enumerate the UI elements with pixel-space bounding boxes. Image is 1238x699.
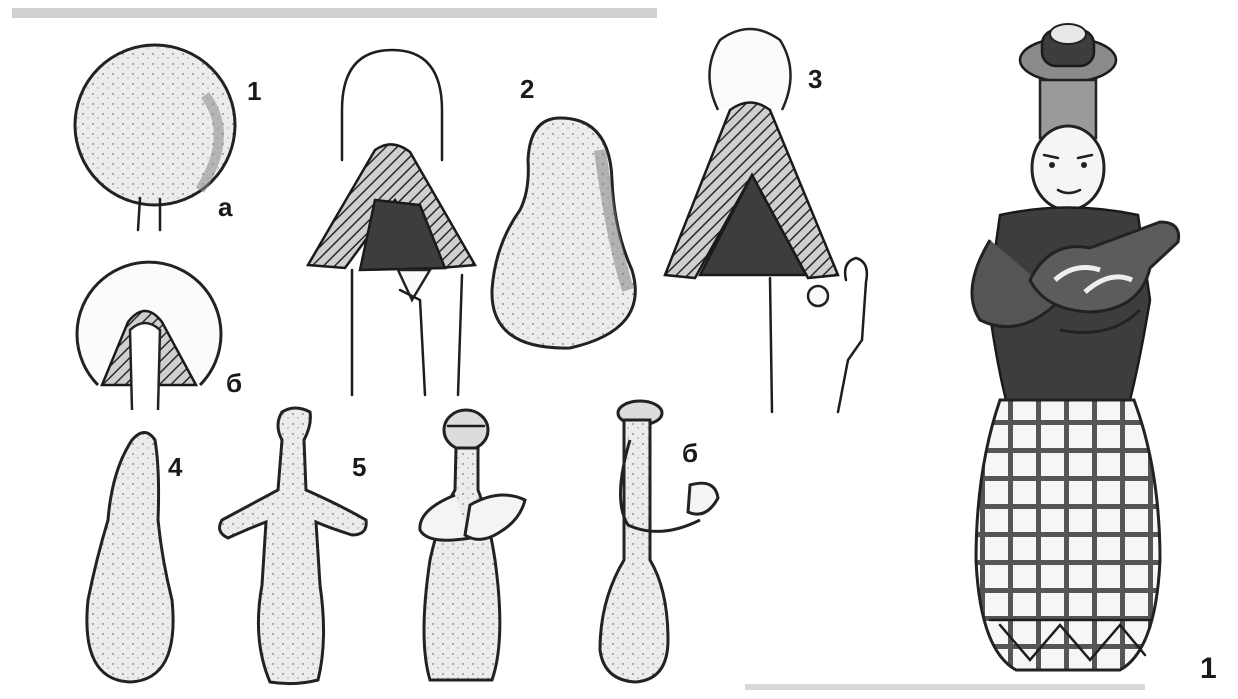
step-6b-side-figure bbox=[600, 401, 718, 682]
label-step-1b: б bbox=[226, 368, 242, 398]
step-1a-clay-ball bbox=[75, 45, 235, 230]
label-figure-number: 1 bbox=[1200, 652, 1217, 685]
step-6a-figure-with-bird bbox=[420, 410, 525, 680]
label-step-1a: a bbox=[218, 192, 233, 222]
label-step-3: 3 bbox=[808, 64, 822, 94]
step-5-body-with-arms bbox=[220, 408, 367, 684]
label-step-6: б bbox=[682, 438, 698, 468]
label-step-2: 2 bbox=[520, 74, 534, 104]
scan-edge-top bbox=[12, 8, 657, 18]
label-step-1: 1 bbox=[247, 76, 261, 106]
step-3-dome-on-hand bbox=[665, 29, 867, 412]
step-1b-pressed-cup bbox=[77, 262, 221, 410]
label-step-5: 5 bbox=[352, 452, 366, 482]
scan-edge-bottom bbox=[745, 684, 1145, 690]
step-2-dome-on-fingers bbox=[308, 50, 475, 395]
finished-painted-figure bbox=[972, 24, 1179, 670]
step-2-pear-shape bbox=[492, 118, 635, 348]
label-step-4: 4 bbox=[168, 452, 183, 482]
step-4-bottle-body bbox=[87, 433, 173, 683]
